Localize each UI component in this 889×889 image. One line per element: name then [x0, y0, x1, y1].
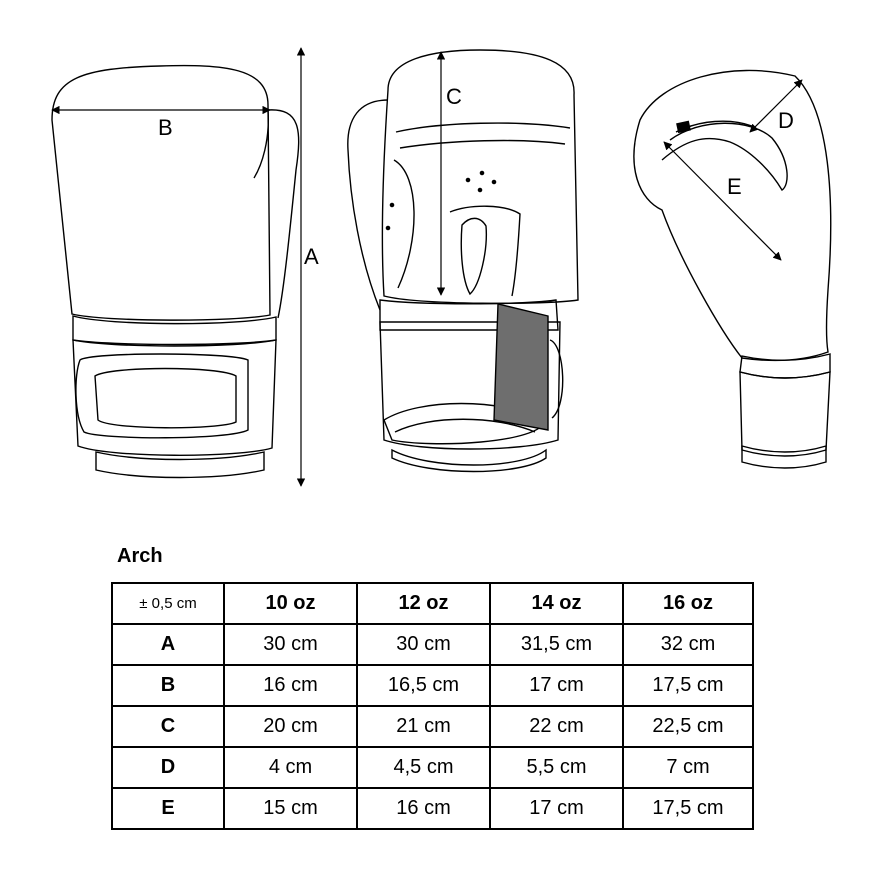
dimension-c: C [436, 51, 462, 296]
table-row: A 30 cm 30 cm 31,5 cm 32 cm [111, 623, 754, 666]
table-cell: 17 cm [489, 787, 624, 830]
table-cell: 16,5 cm [356, 664, 491, 707]
table-cell: 20 cm [223, 705, 358, 748]
table-cell: 7 cm [622, 746, 754, 789]
tolerance-cell: ± 0,5 cm [111, 582, 225, 625]
table-cell: 4,5 cm [356, 746, 491, 789]
table-cell: 17 cm [489, 664, 624, 707]
size-header: 10 oz [223, 582, 358, 625]
table-cell: 16 cm [356, 787, 491, 830]
table-title: Arch [117, 545, 163, 567]
size-chart-table: ± 0,5 cm 10 oz 12 oz 14 oz 16 oz A 30 cm… [111, 582, 754, 830]
side-view-label-tab [676, 120, 691, 134]
velcro-strap-patch [493, 303, 549, 431]
table-cell: 4 cm [223, 746, 358, 789]
table-row: B 16 cm 16,5 cm 17 cm 17,5 cm [111, 664, 754, 707]
table-cell: 22 cm [489, 705, 624, 748]
dimension-a: A [296, 47, 319, 487]
table-cell: 16 cm [223, 664, 358, 707]
table-cell: 32 cm [622, 623, 754, 666]
size-header: 12 oz [356, 582, 491, 625]
table-cell: 15 cm [223, 787, 358, 830]
dimension-d: D [749, 79, 803, 133]
dimension-a-label: A [304, 244, 319, 269]
table-cell: 30 cm [223, 623, 358, 666]
size-header: 14 oz [489, 582, 624, 625]
row-label: C [111, 705, 225, 748]
dimension-e-label: E [727, 174, 742, 199]
table-row: E 15 cm 16 cm 17 cm 17,5 cm [111, 787, 754, 830]
table-header-row: ± 0,5 cm 10 oz 12 oz 14 oz 16 oz [111, 582, 754, 625]
table-cell: 30 cm [356, 623, 491, 666]
dimension-c-label: C [446, 84, 462, 109]
table-cell: 17,5 cm [622, 787, 754, 830]
row-label: A [111, 623, 225, 666]
glove-back-view [51, 64, 300, 479]
table-cell: 31,5 cm [489, 623, 624, 666]
dimension-b-label: B [158, 115, 173, 140]
table-row: C 20 cm 21 cm 22 cm 22,5 cm [111, 705, 754, 748]
table-cell: 21 cm [356, 705, 491, 748]
table-cell: 17,5 cm [622, 664, 754, 707]
size-header: 16 oz [622, 582, 754, 625]
dimension-e: E [663, 141, 782, 261]
dimension-b: B [51, 105, 271, 140]
row-label: E [111, 787, 225, 830]
row-label: B [111, 664, 225, 707]
table-cell: 5,5 cm [489, 746, 624, 789]
dimension-d-label: D [778, 108, 794, 133]
boxing-glove-diagram: A B C [51, 47, 832, 487]
glove-side-view [633, 69, 832, 469]
table-row: D 4 cm 4,5 cm 5,5 cm 7 cm [111, 746, 754, 789]
table-cell: 22,5 cm [622, 705, 754, 748]
row-label: D [111, 746, 225, 789]
